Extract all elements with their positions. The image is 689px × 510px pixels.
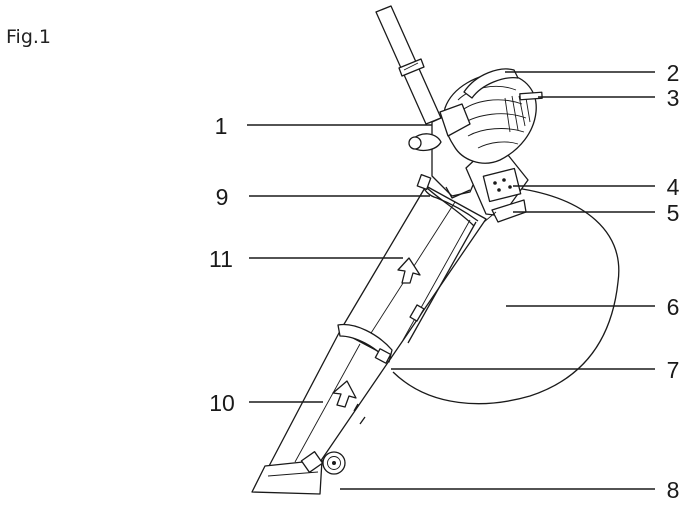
callout-label-1: 1	[215, 113, 228, 139]
callout-label-6: 6	[667, 294, 680, 320]
callout-label-2: 2	[667, 60, 680, 86]
callout-numbers: 1 2 3 4 5 6 7 8 9 10 11	[209, 60, 680, 503]
figure-caption: Fig.1	[6, 26, 52, 48]
airflow-arrow-upper	[397, 257, 421, 284]
callout-label-5: 5	[667, 200, 680, 226]
callout-label-8: 8	[667, 477, 680, 503]
callout-label-11: 11	[209, 246, 233, 272]
lower-tube	[251, 330, 392, 495]
motor-head	[439, 68, 543, 164]
callout-label-3: 3	[667, 85, 680, 111]
front-handle	[416, 174, 479, 227]
collection-bag	[392, 187, 620, 405]
leader-lines	[247, 71, 655, 490]
airflow-arrow-lower	[332, 380, 357, 408]
callout-label-7: 7	[667, 357, 680, 383]
callout-label-9: 9	[216, 184, 229, 210]
wheel	[300, 451, 346, 475]
callout-label-4: 4	[667, 174, 680, 200]
callout-label-10: 10	[209, 390, 235, 416]
shoulder-strap	[375, 5, 442, 125]
